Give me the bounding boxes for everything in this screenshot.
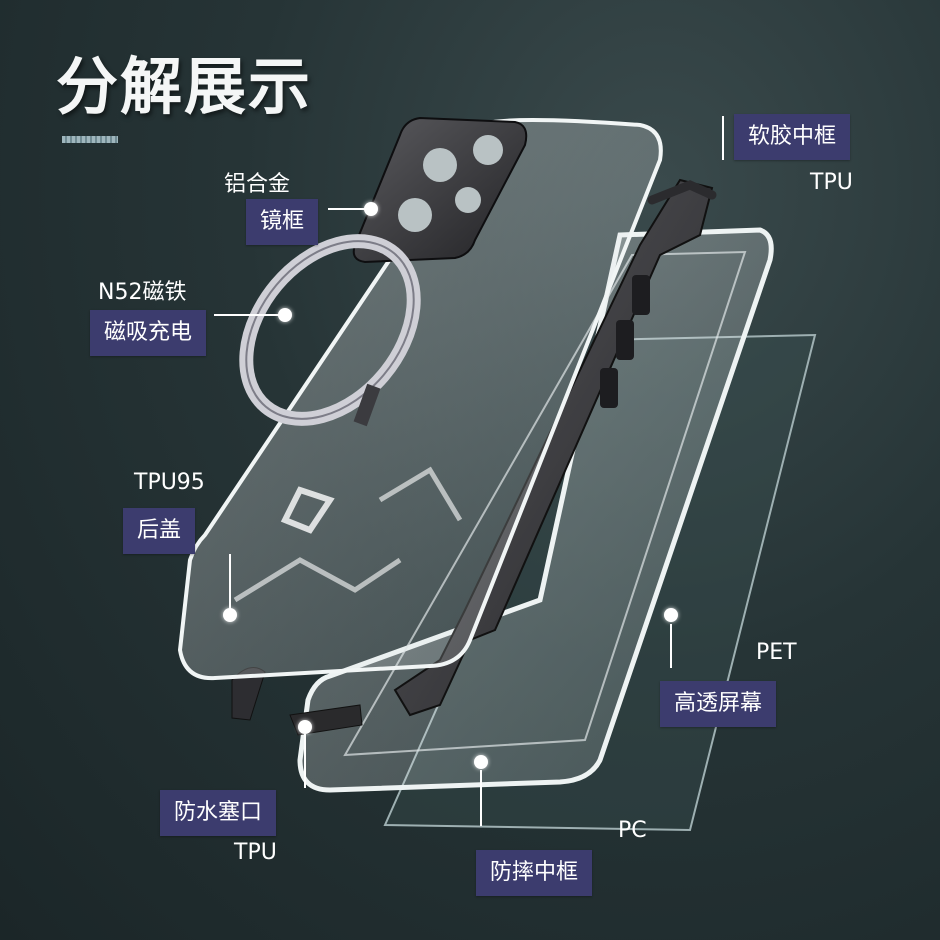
plug-material-label: TPU (234, 840, 277, 865)
screen-dot (664, 608, 678, 622)
plug-tag: 防水塞口 (160, 790, 277, 836)
plug-dot (298, 720, 312, 734)
back-tag: 后盖 (123, 508, 196, 554)
magnet-leader-line (214, 314, 280, 316)
drop-frame-tag: 防摔中框 (476, 850, 593, 896)
back-cover (177, 118, 663, 681)
title-underline (62, 136, 118, 143)
back-material-label: TPU95 (134, 470, 205, 495)
screen-tag: 高透屏幕 (660, 681, 777, 727)
drop-frame-leader-line (480, 770, 482, 826)
aluminum-tag: 镜框 (246, 199, 319, 245)
magnet-material-label: N52磁铁 (98, 280, 187, 305)
back-leader-line (229, 554, 231, 610)
magnet-tag: 磁吸充电 (90, 310, 207, 356)
screen-leader-line (670, 624, 672, 668)
soft-frame-material-label: TPU (810, 170, 853, 195)
magnet-dot (278, 308, 292, 322)
aluminum-leader-line (328, 208, 366, 210)
plug-leader-line (304, 734, 306, 788)
drop-frame-dot (474, 755, 488, 769)
aluminum-material-label: 铝合金 (224, 172, 291, 197)
page-title: 分解展示 (56, 50, 313, 123)
back-dot (223, 608, 237, 622)
soft-frame-divider (722, 116, 724, 160)
screen-material-label: PET (756, 640, 797, 665)
drop-frame-material-label: PC (618, 818, 647, 843)
aluminum-dot (364, 202, 378, 216)
soft-frame-tag: 软胶中框 (734, 114, 851, 160)
